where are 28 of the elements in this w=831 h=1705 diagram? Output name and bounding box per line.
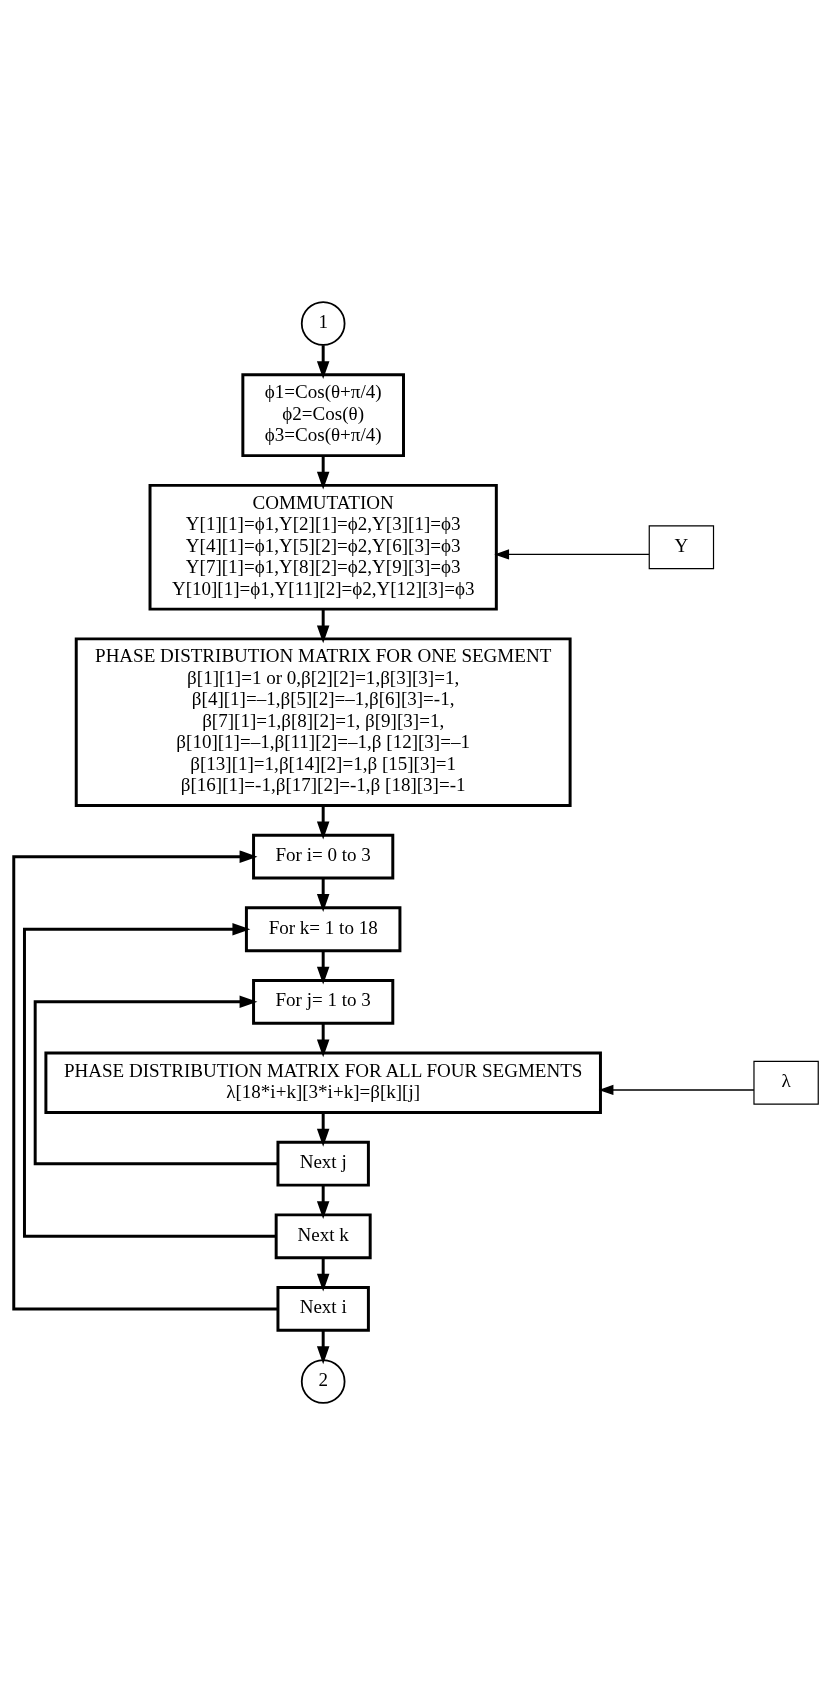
node-box: COMMUTATION Y[1][1]=ϕ1,Y[2][1]=ϕ2,Y[3][1]=ϕ3 Y[4][1]=ϕ1,Y[5][2]=ϕ2,Y[6][3]=ϕ3 Y[7][1]=ϕ1,Y[8][2]=ϕ2,Y[9][3]=ϕ3 Y[10][1]=ϕ1,Y[11][2]=ϕ2,Y[12][3]=ϕ3	[148, 483, 498, 611]
arrow	[316, 455, 329, 490]
arrow	[316, 345, 329, 380]
node-box: For k= 1 to 18	[244, 906, 401, 953]
node-box: PHASE DISTRIBUTION MATRIX FOR ALL FOUR SEGMENTS λ[18*i+k][3*i+k]=β[k][j]	[43, 1051, 602, 1114]
arrow	[316, 878, 329, 912]
arrow	[22, 923, 277, 1238]
node-box: ϕ1=Cos(θ+π/4) ϕ2=Cos(θ) ϕ3=Cos(θ+π/4)	[240, 373, 405, 458]
arrow	[316, 1112, 329, 1147]
node-box: For j= 1 to 3	[251, 978, 394, 1025]
node-box: λ	[752, 1060, 819, 1105]
arrow	[493, 549, 650, 560]
arrow	[33, 995, 278, 1166]
arrow	[11, 850, 278, 1311]
node-circle: 2	[300, 1359, 345, 1404]
node-box: Y	[648, 525, 714, 570]
arrow	[316, 1185, 329, 1220]
node-box: Next k	[274, 1213, 372, 1260]
arrow	[316, 609, 329, 644]
node-box: Next i	[275, 1286, 370, 1332]
node-box: Next j	[275, 1140, 370, 1187]
node-box: PHASE DISTRIBUTION MATRIX FOR ONE SEGMENT β[1][1]=1 or 0,β[2][2]=1,β[3][3]=1, β[4][1]=–1,β[5][2]=–1,β[6][3]=-1, β[7][1]=1,β[8][2]=1, β[9][3]=1, β[10][1]=–1,β[11][2]=–1,β [12][3]=–1 β[13][1]=1,β[14][2]=1,β [15][3]=1 β[16][1]=-1,β[17][2]=-1,β [18][3]=-1	[74, 637, 572, 807]
node-box: For i= 0 to 3	[251, 833, 394, 880]
arrow	[316, 805, 329, 840]
arrow	[598, 1084, 755, 1096]
arrow	[316, 951, 329, 985]
arrow	[316, 1258, 329, 1292]
node-circle: 1	[300, 301, 345, 346]
